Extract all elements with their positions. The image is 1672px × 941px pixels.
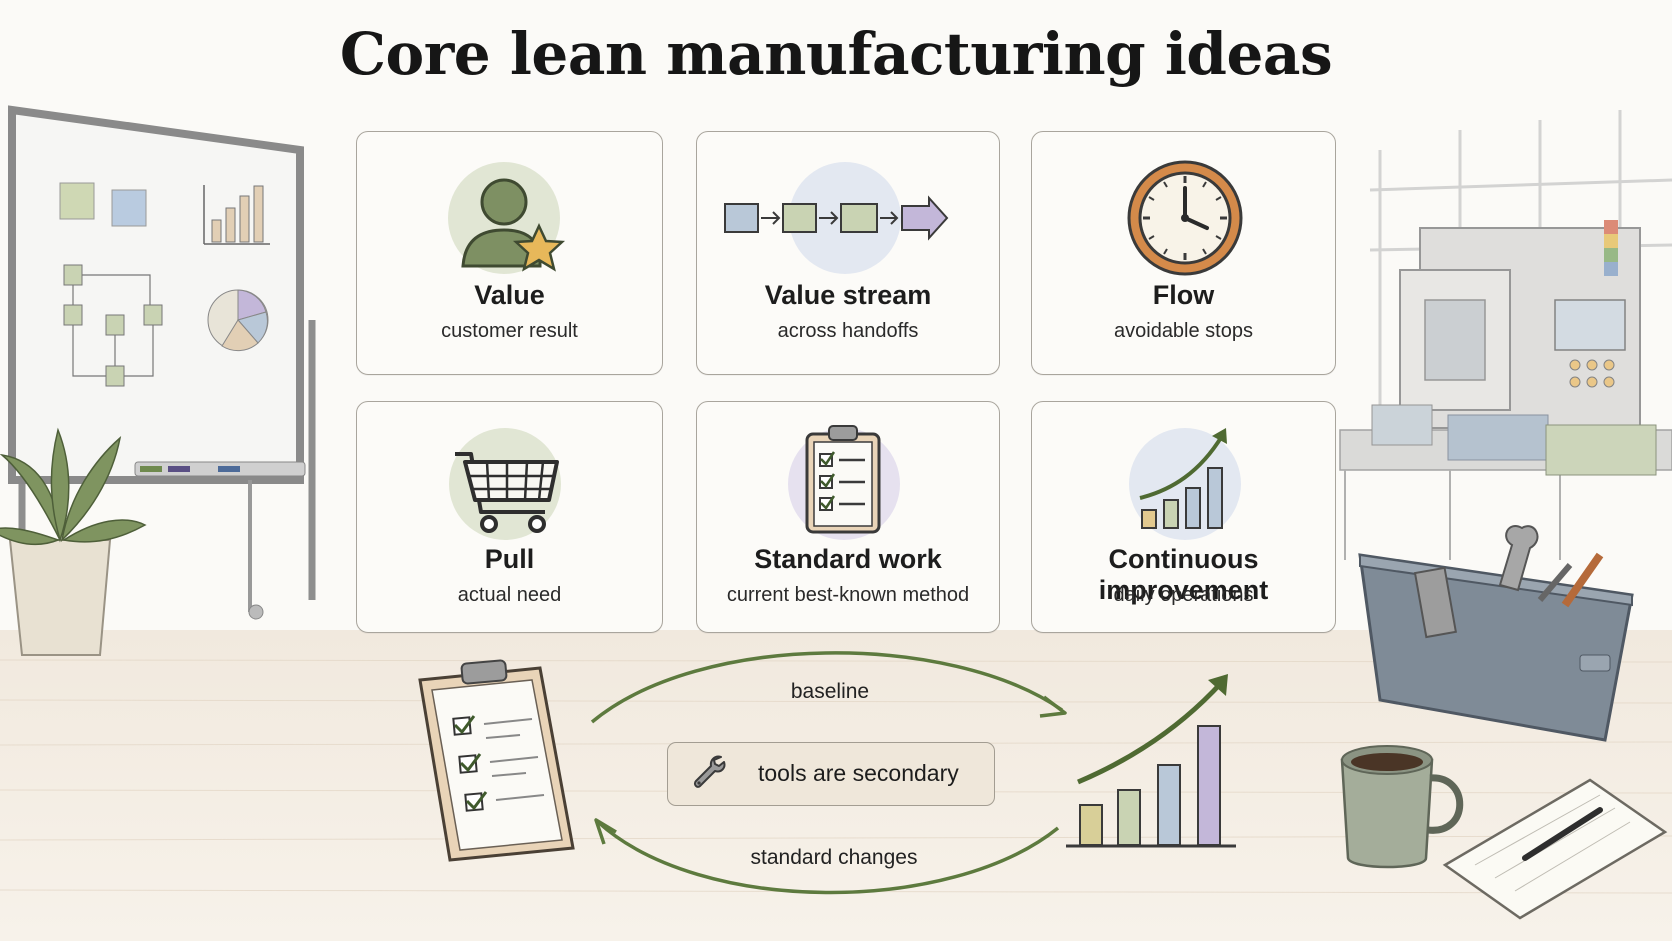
card-title: Flow	[1152, 280, 1215, 310]
card-subtitle: across handoffs	[777, 320, 919, 342]
user-star-icon	[448, 162, 566, 274]
value-stream-arrows-icon	[724, 162, 949, 274]
card-subtitle: avoidable stops	[1114, 320, 1253, 342]
shopping-cart-icon	[449, 428, 561, 540]
card-subtitle: daily operations	[1113, 584, 1254, 606]
rising-bar-chart-illustration	[1066, 674, 1236, 848]
wrench-icon	[693, 755, 726, 788]
card-title: Value stream	[764, 280, 932, 310]
factory-machine-illustration	[1339, 110, 1672, 560]
card-pull: Pull actual need	[356, 401, 663, 633]
card-subtitle: current best-known method	[726, 584, 970, 606]
card-flow: Flow avoidable stops	[1031, 131, 1336, 375]
card-value-stream: Value stream across handoffs	[696, 131, 1000, 375]
card-standard-work: Standard work current best-known method	[696, 401, 1000, 633]
clipboard-illustration	[418, 659, 575, 862]
page-title: Core lean manufacturing ideas	[339, 20, 1333, 88]
coffee-mug-illustration	[1340, 745, 1464, 869]
cycle-label-standard-changes: standard changes	[750, 846, 918, 869]
tool-bin-illustration	[1358, 525, 1634, 742]
card-title: Continuous improvement	[1098, 544, 1269, 605]
card-continuous-improvement: Continuous improvement daily operations	[1031, 401, 1336, 633]
card-title: Value	[474, 280, 545, 310]
cycle-label-baseline: baseline	[790, 680, 870, 703]
card-subtitle: actual need	[457, 584, 562, 606]
potted-plant-illustration	[0, 427, 147, 656]
card-title: Pull	[484, 544, 535, 574]
whiteboard-illustration	[8, 105, 316, 620]
notebook-illustration	[1442, 778, 1668, 920]
rising-bars-icon	[1129, 428, 1241, 540]
card-subtitle: customer result	[441, 320, 578, 342]
card-title: Standard work	[754, 544, 942, 574]
clock-icon	[1127, 160, 1243, 276]
tools-note-box: tools are secondary	[667, 742, 995, 806]
tools-note-text: tools are secondary	[758, 760, 959, 786]
clipboard-checklist-icon	[788, 425, 900, 540]
card-value: Value customer result	[356, 131, 663, 375]
